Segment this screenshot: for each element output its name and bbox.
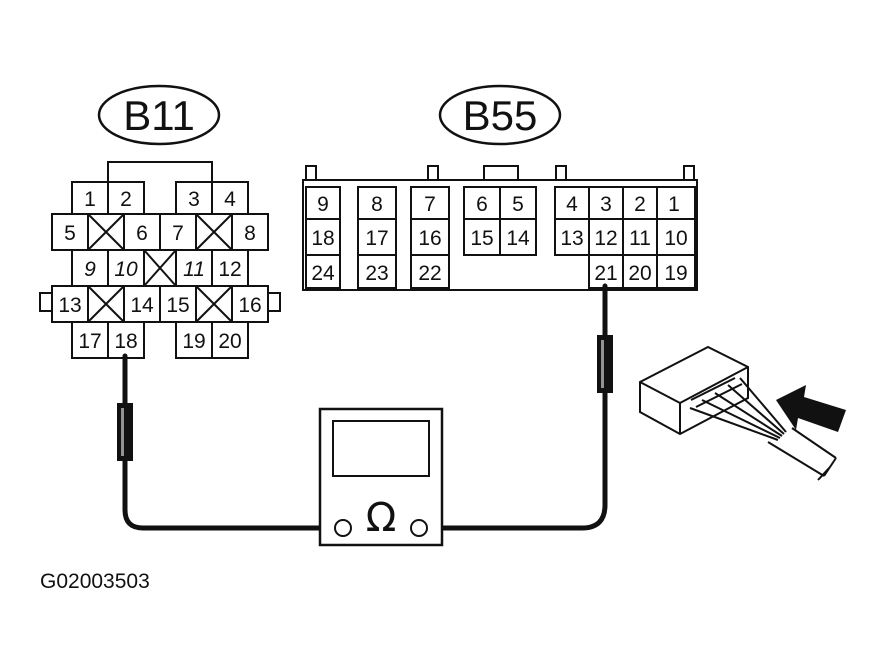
- b11-pin-label: 10: [114, 258, 138, 281]
- figure-code: G02003503: [40, 570, 150, 593]
- b55-pin-label: 13: [560, 227, 583, 250]
- b55-pin-label: 6: [476, 193, 488, 216]
- b11-pin-label: 7: [172, 222, 184, 245]
- b11-pin-label: 16: [238, 294, 261, 317]
- b55-pin-label: 8: [371, 193, 383, 216]
- b55-pin-label: 22: [418, 262, 441, 285]
- b11-pin-label: 20: [218, 330, 241, 353]
- b55-pin-label: 3: [600, 193, 612, 216]
- probe-icon: [597, 335, 613, 393]
- b11-pin-label: 5: [64, 222, 76, 245]
- b11-pin-label: 1: [84, 188, 96, 211]
- b11-pin-label: 15: [166, 294, 189, 317]
- probe-lead-left: [122, 353, 325, 531]
- b55-pin-label: 14: [506, 227, 530, 250]
- b55-pin-label: 19: [664, 262, 687, 285]
- b55-pin-label: 23: [365, 262, 388, 285]
- b11-pin-label: 19: [182, 330, 205, 353]
- b55-pin-label: 9: [317, 193, 329, 216]
- b11-pin-label: 4: [224, 188, 236, 211]
- b55-pin-label: 12: [594, 227, 617, 250]
- ohmmeter-icon: Ω: [318, 407, 444, 547]
- b11-pin-label: 11: [183, 258, 205, 281]
- b11-pin-label: 13: [58, 294, 81, 317]
- b55-pin-label: 17: [365, 227, 388, 250]
- connector-b55: B55: [302, 84, 698, 291]
- b11-pin-label: 9: [84, 258, 96, 281]
- b55-pin-label: 24: [311, 262, 335, 285]
- ohm-symbol: Ω: [366, 495, 397, 541]
- b11-pin-label: 2: [120, 188, 132, 211]
- b55-pin-label: 16: [418, 227, 441, 250]
- b55-pin-label: 15: [470, 227, 493, 250]
- b11-pin-label: 18: [114, 330, 137, 353]
- b55-pin-label: 5: [512, 193, 524, 216]
- b55-pin-label: 21: [594, 262, 617, 285]
- probe-icon: [117, 403, 133, 461]
- b11-pin-label: 8: [244, 222, 256, 245]
- b55-pin-label: 2: [634, 193, 646, 216]
- b55-pin-label: 20: [628, 262, 651, 285]
- blank-cavity-icon: [87, 213, 233, 323]
- b11-pin-label: 17: [78, 330, 101, 353]
- b11-pin-label: 6: [136, 222, 148, 245]
- b55-pin-label: 1: [668, 193, 680, 216]
- connector-b55-title: B55: [463, 92, 538, 139]
- b55-pin-label: 7: [424, 193, 436, 216]
- test-leads: [117, 283, 613, 531]
- b55-pin-label: 4: [566, 193, 578, 216]
- probe-lead-right: [437, 283, 608, 531]
- connector-b11-badge: [97, 84, 221, 146]
- arrow-icon: [776, 385, 846, 432]
- connector-b55-badge: [438, 84, 562, 146]
- b55-pin-label: 18: [311, 227, 334, 250]
- connector-b11-title: B11: [123, 92, 195, 139]
- connector-harness-icon: [639, 345, 846, 481]
- b55-pin-label: 11: [629, 227, 651, 250]
- b11-pin-label: 14: [130, 294, 154, 317]
- connector-b11: B11: [39, 84, 281, 359]
- b55-pin-label: 10: [664, 227, 687, 250]
- b11-pin-label: 12: [218, 258, 241, 281]
- b11-pin-label: 3: [188, 188, 200, 211]
